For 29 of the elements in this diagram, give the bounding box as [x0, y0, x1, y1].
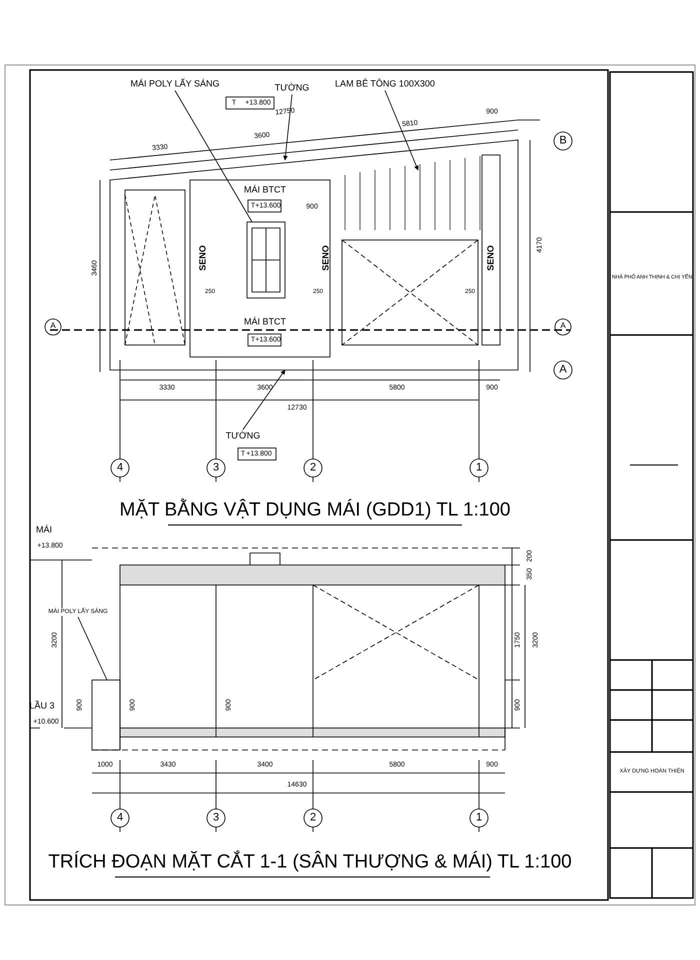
grid-label: B	[559, 136, 567, 146]
roof-label: MÁI BTCT	[244, 318, 286, 326]
callout-text: TƯỜNG	[274, 82, 310, 94]
grid-label: 3	[212, 462, 220, 474]
callout-text: MÁI POLY LẤY SÁNG	[129, 78, 221, 90]
grid-label: A	[559, 364, 567, 376]
leader-line	[174, 90, 252, 222]
roof-label: MÁI BTCT	[244, 186, 286, 194]
drawing-title: TRÍCH ĐOẠN MẶT CẮT 1-1 (SÂN THƯỢNG & MÁI) TL 1:100	[48, 852, 572, 872]
grid-label: 2	[310, 462, 316, 474]
gutter-label: SENO	[322, 245, 330, 271]
grid-label: 3	[212, 812, 220, 824]
gutter-label: SENO	[198, 245, 208, 271]
leader-line	[78, 616, 108, 680]
grid-label: 1	[476, 812, 482, 824]
grid-label: 2	[310, 812, 316, 824]
leader-line	[283, 94, 292, 160]
callout-text: TƯỜNG	[224, 430, 262, 442]
section-mark-label: A	[560, 322, 566, 330]
callout-text: LAM BÊ TÔNG 100X300	[334, 78, 436, 90]
drawing-title: MẶT BẰNG VẬT DỤNG MÁI (GDD1) TL 1:100	[120, 500, 510, 520]
gutter-label: SENO	[486, 245, 496, 271]
section-mark-label: A	[50, 322, 56, 330]
grid-label: 1	[476, 462, 482, 474]
leader-line	[384, 90, 419, 170]
level-label: MÁI	[36, 526, 52, 534]
leader-line	[242, 370, 286, 430]
grid-label: 4	[116, 462, 124, 474]
grid-label: 4	[116, 812, 124, 824]
